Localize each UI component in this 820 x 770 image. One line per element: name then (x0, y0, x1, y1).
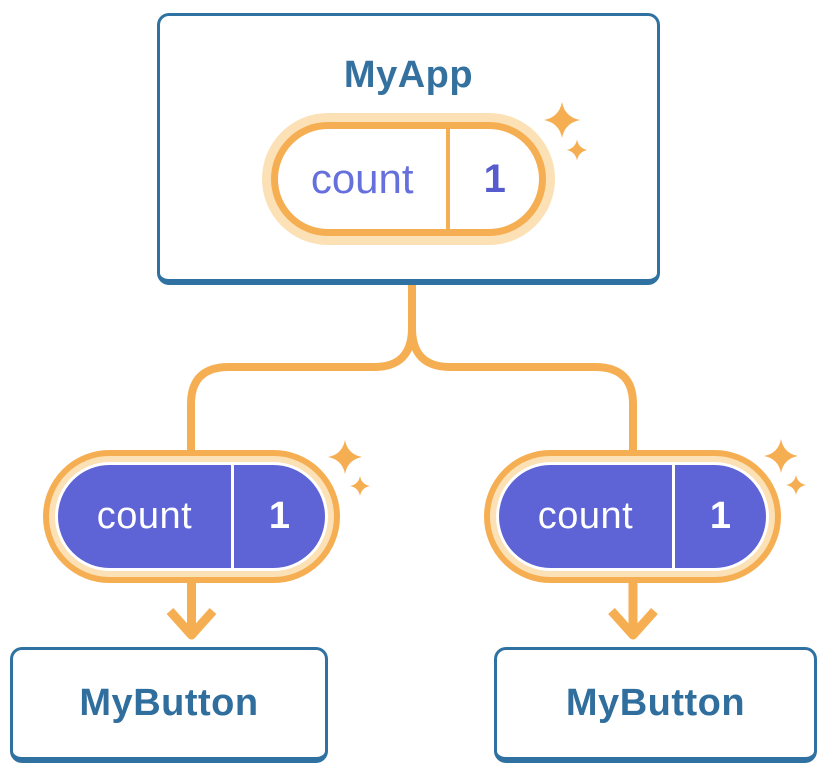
parent-component-title: MyApp (343, 54, 474, 96)
connector-parent-to-right-child (408, 282, 637, 454)
left-child-state-label: count (96, 495, 193, 537)
left-child-component-title: MyButton (79, 682, 259, 724)
left-child-component-card: MyButton (10, 647, 328, 763)
connector-parent-to-left-child (187, 282, 416, 452)
left-child-state-pill-body: count 1 (55, 462, 328, 571)
sparkle-icon (786, 475, 806, 495)
parent-state-value: 1 (446, 129, 539, 229)
right-child-state-value: 1 (671, 465, 766, 568)
arrow-down-right-icon (608, 607, 658, 640)
parent-state-label: count (310, 155, 414, 202)
right-child-component-card: MyButton (494, 647, 817, 763)
sparkle-icon (328, 440, 362, 474)
right-child-component-title: MyButton (565, 682, 746, 724)
right-child-state-label: count (537, 495, 634, 537)
left-child-state-pill: count 1 (43, 450, 340, 583)
sparkle-icon (350, 476, 370, 496)
left-child-state-value: 1 (230, 465, 325, 568)
arrow-down-left-icon (166, 607, 217, 640)
parent-state-pill: count 1 (271, 122, 546, 236)
right-child-state-pill-body: count 1 (496, 462, 769, 571)
right-child-state-pill: count 1 (484, 450, 781, 583)
sparkle-icon (764, 439, 798, 473)
